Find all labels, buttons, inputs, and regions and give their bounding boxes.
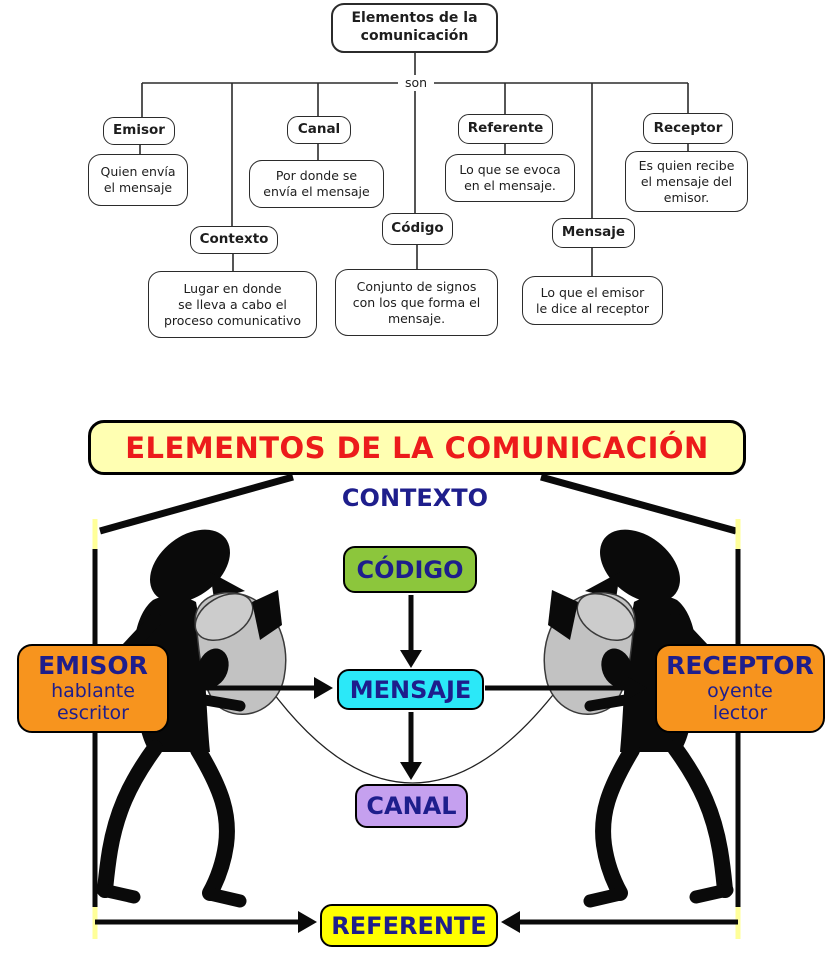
speaker-figure-left bbox=[96, 529, 287, 908]
megaphone-rim bbox=[194, 593, 254, 641]
poster-arrows bbox=[95, 595, 738, 933]
emisor-sub1: hablante bbox=[51, 680, 135, 703]
mensaje-box: MENSAJE bbox=[337, 669, 484, 710]
communication-arc bbox=[267, 685, 561, 784]
canal-box: CANAL bbox=[355, 784, 468, 828]
referente-box: REFERENTE bbox=[320, 904, 498, 947]
node-receptor-label: Receptor bbox=[643, 113, 733, 144]
node-canal-desc: Por donde se envía el mensaje bbox=[249, 160, 384, 208]
node-contexto-label: Contexto bbox=[190, 226, 278, 254]
codigo-box: CÓDIGO bbox=[343, 546, 477, 593]
node-mensaje-desc: Lo que el emisor le dice al receptor bbox=[522, 276, 663, 325]
connector-label-son: son bbox=[398, 75, 434, 91]
node-referente-desc: Lo que se evoca en el mensaje. bbox=[445, 154, 575, 202]
concept-root-box: Elementos de la comunicación bbox=[331, 3, 498, 53]
emisor-label: EMISOR bbox=[38, 651, 148, 681]
node-emisor-label: Emisor bbox=[103, 117, 175, 145]
emisor-sub2: escritor bbox=[56, 701, 129, 724]
node-receptor-desc: Es quien recibe el mensaje del emisor. bbox=[625, 151, 748, 212]
poster-title-box: ELEMENTOS DE LA COMUNICACIÓN bbox=[88, 420, 746, 475]
node-codigo-desc: Conjunto de signos con los que forma el … bbox=[335, 269, 498, 336]
node-contexto-desc: Lugar en donde se lleva a cabo el proces… bbox=[148, 271, 317, 338]
contexto-label: CONTEXTO bbox=[341, 484, 489, 512]
node-emisor-desc: Quien envía el mensaje bbox=[88, 154, 188, 206]
node-referente-label: Referente bbox=[458, 114, 553, 144]
receptor-box: RECEPTOR oyente lector bbox=[655, 644, 825, 733]
poster-title-text: ELEMENTOS DE LA COMUNICACIÓN bbox=[125, 430, 709, 465]
node-mensaje-label: Mensaje bbox=[552, 218, 635, 248]
receptor-sub2: lector bbox=[712, 701, 768, 724]
emisor-box: EMISOR hablante escritor bbox=[17, 644, 169, 733]
receptor-sub1: oyente bbox=[707, 680, 773, 703]
concept-map-connectors bbox=[139, 53, 689, 276]
node-codigo-label: Código bbox=[382, 213, 453, 245]
node-canal-label: Canal bbox=[287, 116, 351, 144]
figure-beak bbox=[210, 572, 245, 599]
receptor-label: RECEPTOR bbox=[666, 651, 814, 681]
